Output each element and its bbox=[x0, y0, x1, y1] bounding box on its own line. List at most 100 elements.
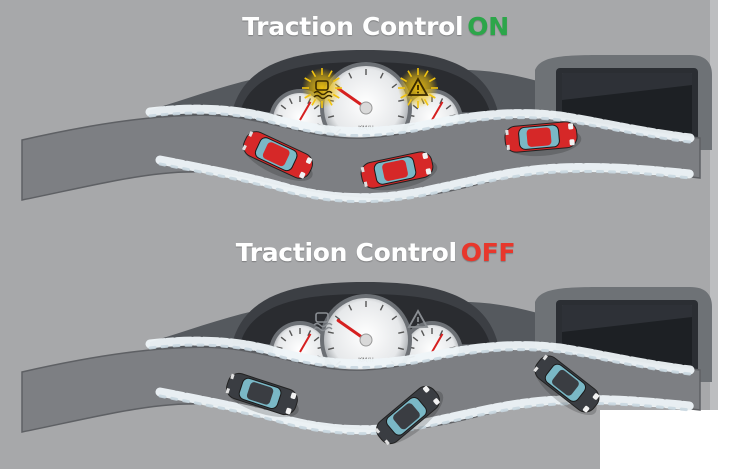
gauge-tick bbox=[288, 330, 293, 337]
car-2 bbox=[374, 385, 444, 446]
car-roof bbox=[262, 142, 290, 167]
taillight bbox=[363, 181, 368, 188]
headlight bbox=[290, 392, 297, 400]
gauge-tick bbox=[439, 330, 444, 337]
gauge-tick bbox=[391, 83, 398, 89]
upper-snow-bank bbox=[145, 104, 695, 143]
right-edge-strip bbox=[710, 0, 718, 469]
car-roof bbox=[382, 159, 408, 181]
exclamation-dot bbox=[417, 91, 419, 94]
hazard-warning-icon bbox=[398, 68, 438, 108]
glow-ray bbox=[327, 70, 333, 78]
skid-line bbox=[313, 322, 333, 328]
gauge-tick bbox=[398, 331, 405, 334]
taillight bbox=[542, 354, 548, 361]
gauge-needle bbox=[299, 333, 312, 353]
gauge-tick bbox=[288, 98, 293, 105]
glow-ray bbox=[332, 77, 340, 83]
glow-ray bbox=[407, 98, 413, 106]
gauge-tick bbox=[280, 104, 287, 110]
gauge-needle bbox=[431, 333, 444, 353]
gauge-tick bbox=[327, 347, 335, 351]
lower-snow-bank-shadow bbox=[158, 394, 692, 436]
headlight bbox=[569, 139, 575, 146]
glow-ray bbox=[400, 93, 408, 99]
taillight bbox=[230, 373, 235, 380]
car-2 bbox=[360, 151, 438, 191]
headlight bbox=[568, 123, 574, 130]
gauge-tick bbox=[276, 114, 283, 117]
upper-snow-bank-shadow bbox=[148, 111, 692, 144]
corner-notch bbox=[600, 410, 751, 469]
warning-glow bbox=[302, 68, 342, 108]
upper-snow-bank bbox=[145, 336, 695, 375]
glow-ray bbox=[304, 93, 312, 99]
glow-ray bbox=[311, 98, 317, 106]
glow-ray bbox=[327, 98, 333, 106]
lower-snow-bank-shadow bbox=[158, 162, 692, 204]
panel-on: KM/H bbox=[21, 50, 712, 204]
car-1 bbox=[242, 131, 314, 181]
car-3 bbox=[504, 121, 582, 157]
skid-line bbox=[313, 90, 333, 96]
gauge-tick bbox=[379, 72, 384, 79]
glow-ray bbox=[407, 70, 413, 78]
panel-off: KM/H bbox=[21, 282, 712, 446]
taillight bbox=[225, 387, 231, 394]
traction-control-indicator-icon bbox=[313, 312, 333, 332]
glow-ray bbox=[423, 70, 429, 78]
gauge-needle bbox=[299, 101, 312, 121]
gauge-tick bbox=[348, 72, 353, 79]
car-1 bbox=[225, 372, 299, 418]
screen-reflection bbox=[562, 305, 692, 332]
gauge-tick bbox=[280, 336, 287, 342]
glow-ray bbox=[332, 93, 340, 99]
traction-control-warning-icon bbox=[302, 68, 342, 108]
skid-line bbox=[313, 326, 333, 332]
gauge-tick bbox=[379, 304, 384, 311]
gauge-tick bbox=[391, 315, 398, 321]
lower-snow-bank bbox=[155, 387, 695, 435]
car-roof bbox=[526, 127, 552, 147]
gauge-tick bbox=[397, 347, 405, 351]
gauge-tick bbox=[420, 330, 425, 337]
taillight bbox=[533, 366, 539, 373]
gauge-tick bbox=[327, 115, 335, 119]
car-roof bbox=[552, 369, 579, 396]
skid-line bbox=[313, 94, 333, 100]
car-roof bbox=[393, 403, 420, 430]
headlight bbox=[425, 168, 432, 175]
gauge-needle bbox=[431, 101, 444, 121]
glow-ray bbox=[428, 93, 436, 99]
state-label-on: ON bbox=[467, 12, 509, 41]
lower-snow-bank bbox=[155, 155, 695, 203]
gauge-tick bbox=[327, 331, 334, 334]
car-roof bbox=[246, 382, 274, 405]
taillight bbox=[505, 129, 509, 136]
headlight bbox=[285, 407, 292, 415]
gauge-tick bbox=[313, 336, 320, 342]
gauge-tick bbox=[307, 330, 312, 337]
taillight bbox=[374, 427, 381, 434]
road bbox=[21, 336, 701, 436]
exclamation-dot bbox=[417, 323, 419, 326]
needle-hub bbox=[359, 333, 373, 347]
car-3 bbox=[533, 354, 600, 416]
needle-hub bbox=[359, 101, 373, 115]
gauge-tick bbox=[334, 315, 341, 321]
gauge-tick bbox=[348, 304, 353, 311]
headlight bbox=[433, 398, 440, 405]
triangle-symbol bbox=[407, 309, 429, 328]
glow-ray bbox=[311, 70, 317, 78]
gauge-tick bbox=[445, 336, 452, 342]
taillight bbox=[360, 166, 365, 173]
glow-ray bbox=[400, 77, 408, 83]
gauge-tick bbox=[445, 104, 452, 110]
car-symbol bbox=[315, 312, 329, 323]
title-label: Traction Control bbox=[242, 12, 464, 41]
taillight bbox=[384, 439, 390, 446]
